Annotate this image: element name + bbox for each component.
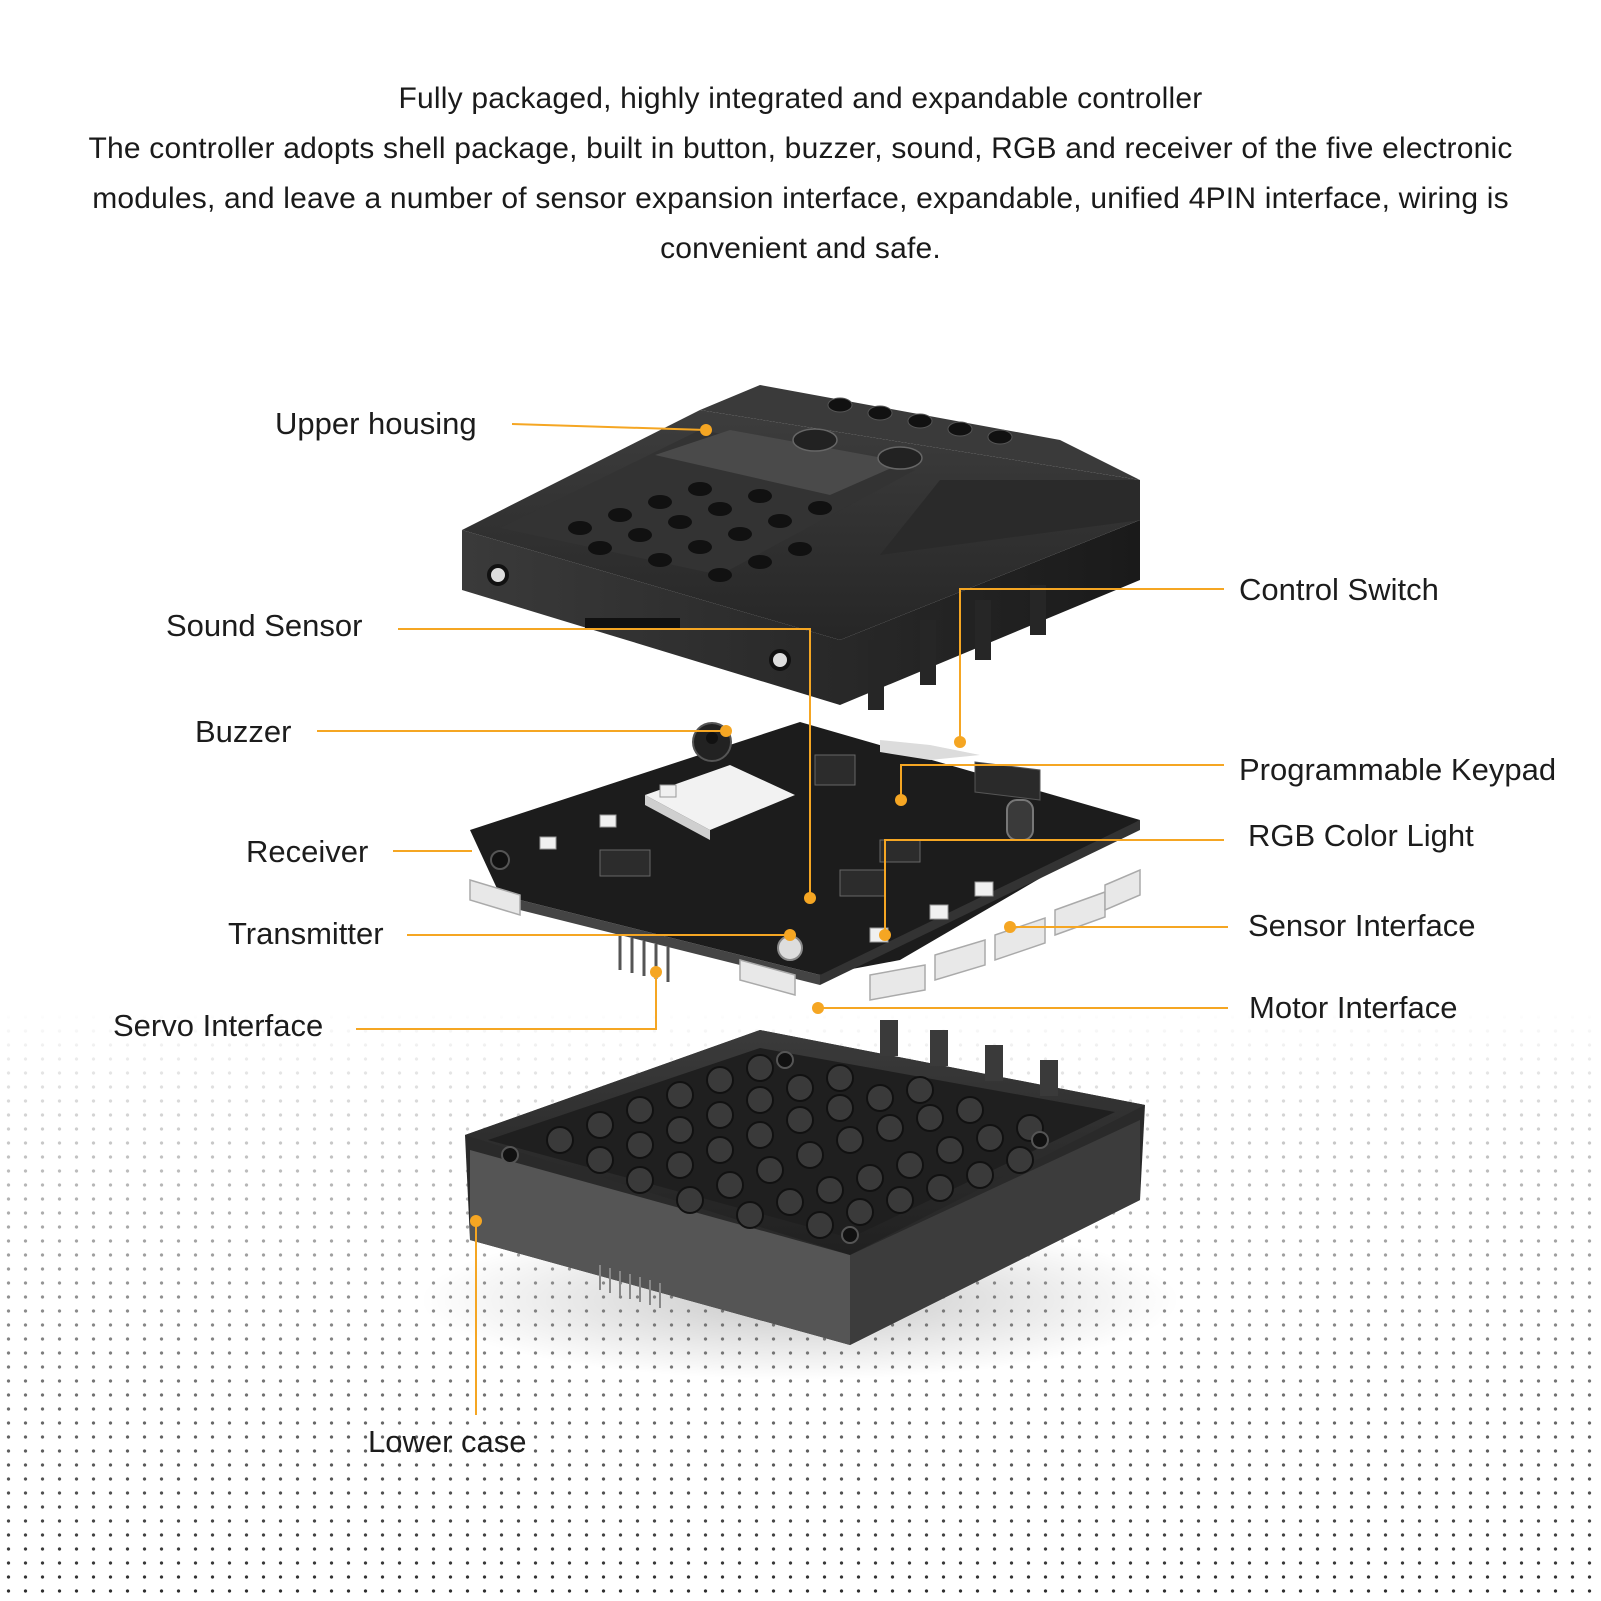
- label-rgb-color-light: RGB Color Light: [1248, 818, 1474, 853]
- upper-housing-part: [462, 385, 1140, 710]
- label-control-switch: Control Switch: [1239, 572, 1439, 607]
- anchor-control-switch: [954, 736, 966, 748]
- anchor-programmable-keypad: [895, 794, 907, 806]
- leader-servo-interface: [356, 972, 657, 1030]
- anchor-motor-interface: [812, 1002, 824, 1014]
- anchor-sound-sensor: [804, 892, 816, 904]
- anchor-sensor-interface: [1004, 921, 1016, 933]
- anchor-upper-housing: [700, 424, 712, 436]
- anchor-rgb-color-light: [879, 929, 891, 941]
- anchor-servo-interface: [650, 966, 662, 978]
- description-block: Fully packaged, highly integrated and ex…: [40, 74, 1561, 274]
- leader-upper-housing: [511, 423, 707, 431]
- label-transmitter: Transmitter: [228, 916, 384, 951]
- label-upper-housing: Upper housing: [275, 406, 477, 441]
- anchor-buzzer: [720, 725, 732, 737]
- label-receiver: Receiver: [246, 834, 369, 869]
- label-motor-interface: Motor Interface: [1249, 990, 1458, 1025]
- circuit-board-part: [469, 722, 1141, 1001]
- label-sensor-interface: Sensor Interface: [1248, 908, 1476, 943]
- heading-description: The controller adopts shell package, bui…: [88, 132, 1513, 265]
- anchor-dots: [470, 424, 1016, 1227]
- heading-title: Fully packaged, highly integrated and ex…: [398, 82, 1203, 115]
- anchor-lower-case: [470, 1215, 482, 1227]
- label-programmable-keypad: Programmable Keypad: [1239, 752, 1557, 787]
- label-buzzer: Buzzer: [195, 714, 292, 749]
- anchor-transmitter: [784, 929, 796, 941]
- leader-programmable-keypad: [900, 764, 1224, 800]
- label-sound-sensor: Sound Sensor: [166, 608, 363, 643]
- lower-case-part: [465, 1020, 1145, 1345]
- leader-rgb-color-light: [884, 839, 1224, 935]
- leader-control-switch: [959, 588, 1224, 742]
- leader-sound-sensor: [398, 628, 811, 898]
- label-lower-case: Lower case: [368, 1424, 527, 1459]
- label-servo-interface: Servo Interface: [113, 1008, 324, 1043]
- leader-lines: [317, 423, 1228, 1415]
